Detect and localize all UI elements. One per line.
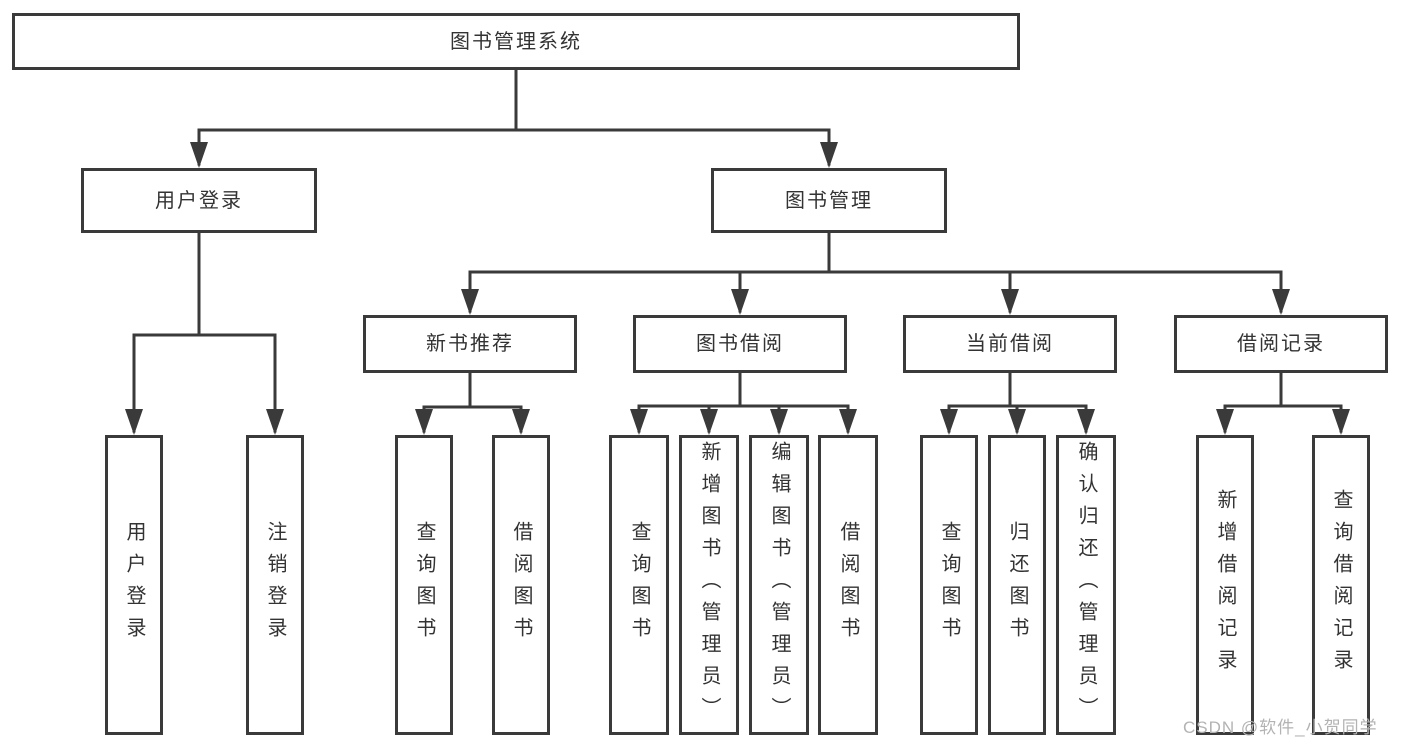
- leaf-query-books-borrow: 查询图书: [609, 435, 669, 735]
- arrowhead-down-icon: [1332, 409, 1350, 435]
- arrowhead-down-icon: [630, 409, 648, 435]
- arrowhead-down-icon: [1008, 409, 1026, 435]
- leaf-return-book: 归还图书: [988, 435, 1046, 735]
- node-new-book-recommend: 新书推荐: [363, 315, 577, 373]
- node-current-borrow: 当前借阅: [903, 315, 1117, 373]
- node-library-system: 图书管理系统: [12, 13, 1020, 70]
- arrowhead-down-icon: [266, 409, 284, 435]
- watermark: CSDN @软件_小贺同学: [1183, 718, 1378, 737]
- leaf-edit-book-admin: 编辑图书（管理员）: [749, 435, 809, 735]
- arrowhead-down-icon: [1272, 289, 1290, 315]
- leaf-logout: 注销登录: [246, 435, 304, 735]
- arrowhead-down-icon: [1077, 409, 1095, 435]
- arrowhead-down-icon: [700, 409, 718, 435]
- leaf-add-book-admin: 新增图书（管理员）: [679, 435, 739, 735]
- arrowhead-down-icon: [512, 409, 530, 435]
- leaf-borrow-books-recommend: 借阅图书: [492, 435, 550, 735]
- leaf-query-borrow-record: 查询借阅记录: [1312, 435, 1370, 735]
- leaf-add-borrow-record: 新增借阅记录: [1196, 435, 1254, 735]
- arrowhead-down-icon: [190, 142, 208, 168]
- arrowhead-down-icon: [839, 409, 857, 435]
- node-book-management: 图书管理: [711, 168, 947, 233]
- arrowhead-down-icon: [1216, 409, 1234, 435]
- leaf-query-books-current: 查询图书: [920, 435, 978, 735]
- arrowhead-down-icon: [940, 409, 958, 435]
- leaf-user-login: 用户登录: [105, 435, 163, 735]
- node-borrow-records: 借阅记录: [1174, 315, 1388, 373]
- arrowhead-down-icon: [461, 289, 479, 315]
- arrowhead-down-icon: [731, 289, 749, 315]
- arrowhead-down-icon: [820, 142, 838, 168]
- arrowhead-down-icon: [125, 409, 143, 435]
- arrowhead-down-icon: [770, 409, 788, 435]
- node-book-borrow: 图书借阅: [633, 315, 847, 373]
- leaf-borrow-books-borrow: 借阅图书: [818, 435, 878, 735]
- arrowhead-down-icon: [415, 409, 433, 435]
- leaf-confirm-return-admin: 确认归还（管理员）: [1056, 435, 1116, 735]
- leaf-query-books-recommend: 查询图书: [395, 435, 453, 735]
- arrowhead-down-icon: [1001, 289, 1019, 315]
- node-user-login: 用户登录: [81, 168, 317, 233]
